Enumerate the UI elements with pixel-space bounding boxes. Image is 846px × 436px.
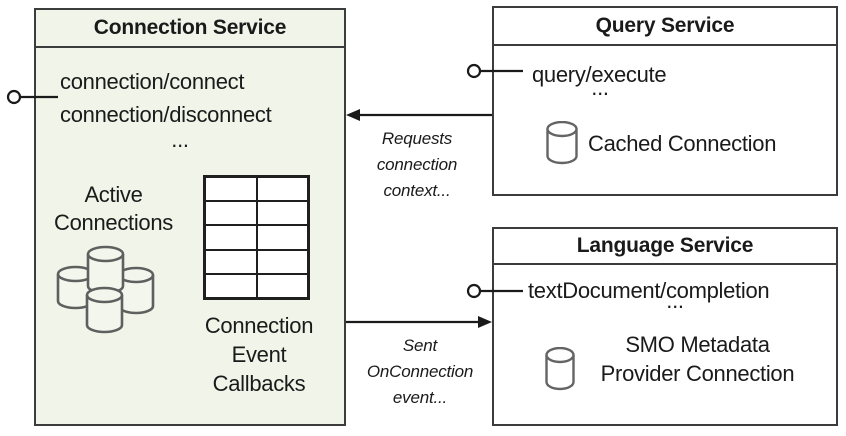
grid-cell — [256, 273, 308, 298]
sent-event-arrow — [346, 316, 492, 328]
query-service-title: Query Service — [595, 14, 735, 37]
connection-service-box: Connection Service connection/connect co… — [34, 8, 346, 426]
method-connection-disconnect: connection/disconnect — [60, 102, 272, 127]
sent-line1: Sent — [402, 336, 438, 355]
sent-onconnection-event-label: Sent OnConnection event... — [355, 333, 485, 411]
connection-service-title: Connection Service — [93, 16, 287, 39]
method-connection-connect: connection/connect — [60, 69, 245, 94]
smo-line2: Provider Connection — [600, 361, 795, 386]
active-connections-line2: Connections — [54, 210, 173, 235]
sent-line3: event... — [392, 388, 448, 407]
language-service-header: Language Service — [494, 229, 836, 265]
connection-service-methods: connection/connect connection/disconnect — [60, 65, 272, 131]
method-textdocument-completion: textDocument/completion — [528, 278, 770, 303]
language-service-box: Language Service textDocument/completion… — [492, 227, 838, 426]
query-methods-ellipsis: ... — [591, 75, 609, 100]
callbacks-line1: Connection — [204, 313, 314, 338]
cached-connection-row: Cached Connection — [546, 120, 776, 166]
grid-cell — [205, 201, 257, 226]
grid-cell — [205, 273, 257, 298]
sent-line2: OnConnection — [366, 362, 474, 381]
database-icon — [546, 121, 578, 165]
requests-context-arrow — [346, 109, 492, 121]
query-service-box: Query Service query/execute ... Cached C… — [492, 6, 838, 196]
active-connections-line1: Active — [84, 182, 143, 207]
requests-line1: Requests — [381, 129, 453, 148]
callbacks-line2: Event — [231, 342, 287, 367]
callbacks-line3: Callbacks — [212, 371, 306, 396]
grid-cell — [256, 225, 308, 250]
grid-cell — [205, 249, 257, 274]
smo-line1: SMO Metadata — [625, 332, 770, 357]
connection-service-header: Connection Service — [36, 10, 344, 48]
smo-metadata-label: SMO Metadata Provider Connection — [580, 330, 815, 388]
grid-cell — [256, 201, 308, 226]
connection-event-callbacks-label: Connection Event Callbacks — [179, 311, 339, 398]
cached-connection-label: Cached Connection — [588, 130, 777, 156]
database-icon — [545, 347, 575, 391]
requests-connection-context-label: Requests connection context... — [352, 126, 482, 204]
active-connections-label: Active Connections — [36, 181, 191, 237]
language-methods-ellipsis: ... — [666, 288, 684, 313]
connection-methods-ellipsis: ... — [171, 127, 189, 152]
method-query-execute: query/execute — [532, 62, 667, 87]
requests-line3: context... — [383, 181, 451, 200]
grid-cell — [256, 249, 308, 274]
query-service-header: Query Service — [494, 8, 836, 46]
grid-cell — [205, 225, 257, 250]
grid-cell — [256, 177, 308, 202]
connection-callbacks-grid — [203, 175, 310, 300]
grid-cell — [205, 177, 257, 202]
requests-line2: connection — [376, 155, 458, 174]
language-service-title: Language Service — [576, 234, 754, 257]
active-connections-databases-icon — [56, 245, 155, 334]
